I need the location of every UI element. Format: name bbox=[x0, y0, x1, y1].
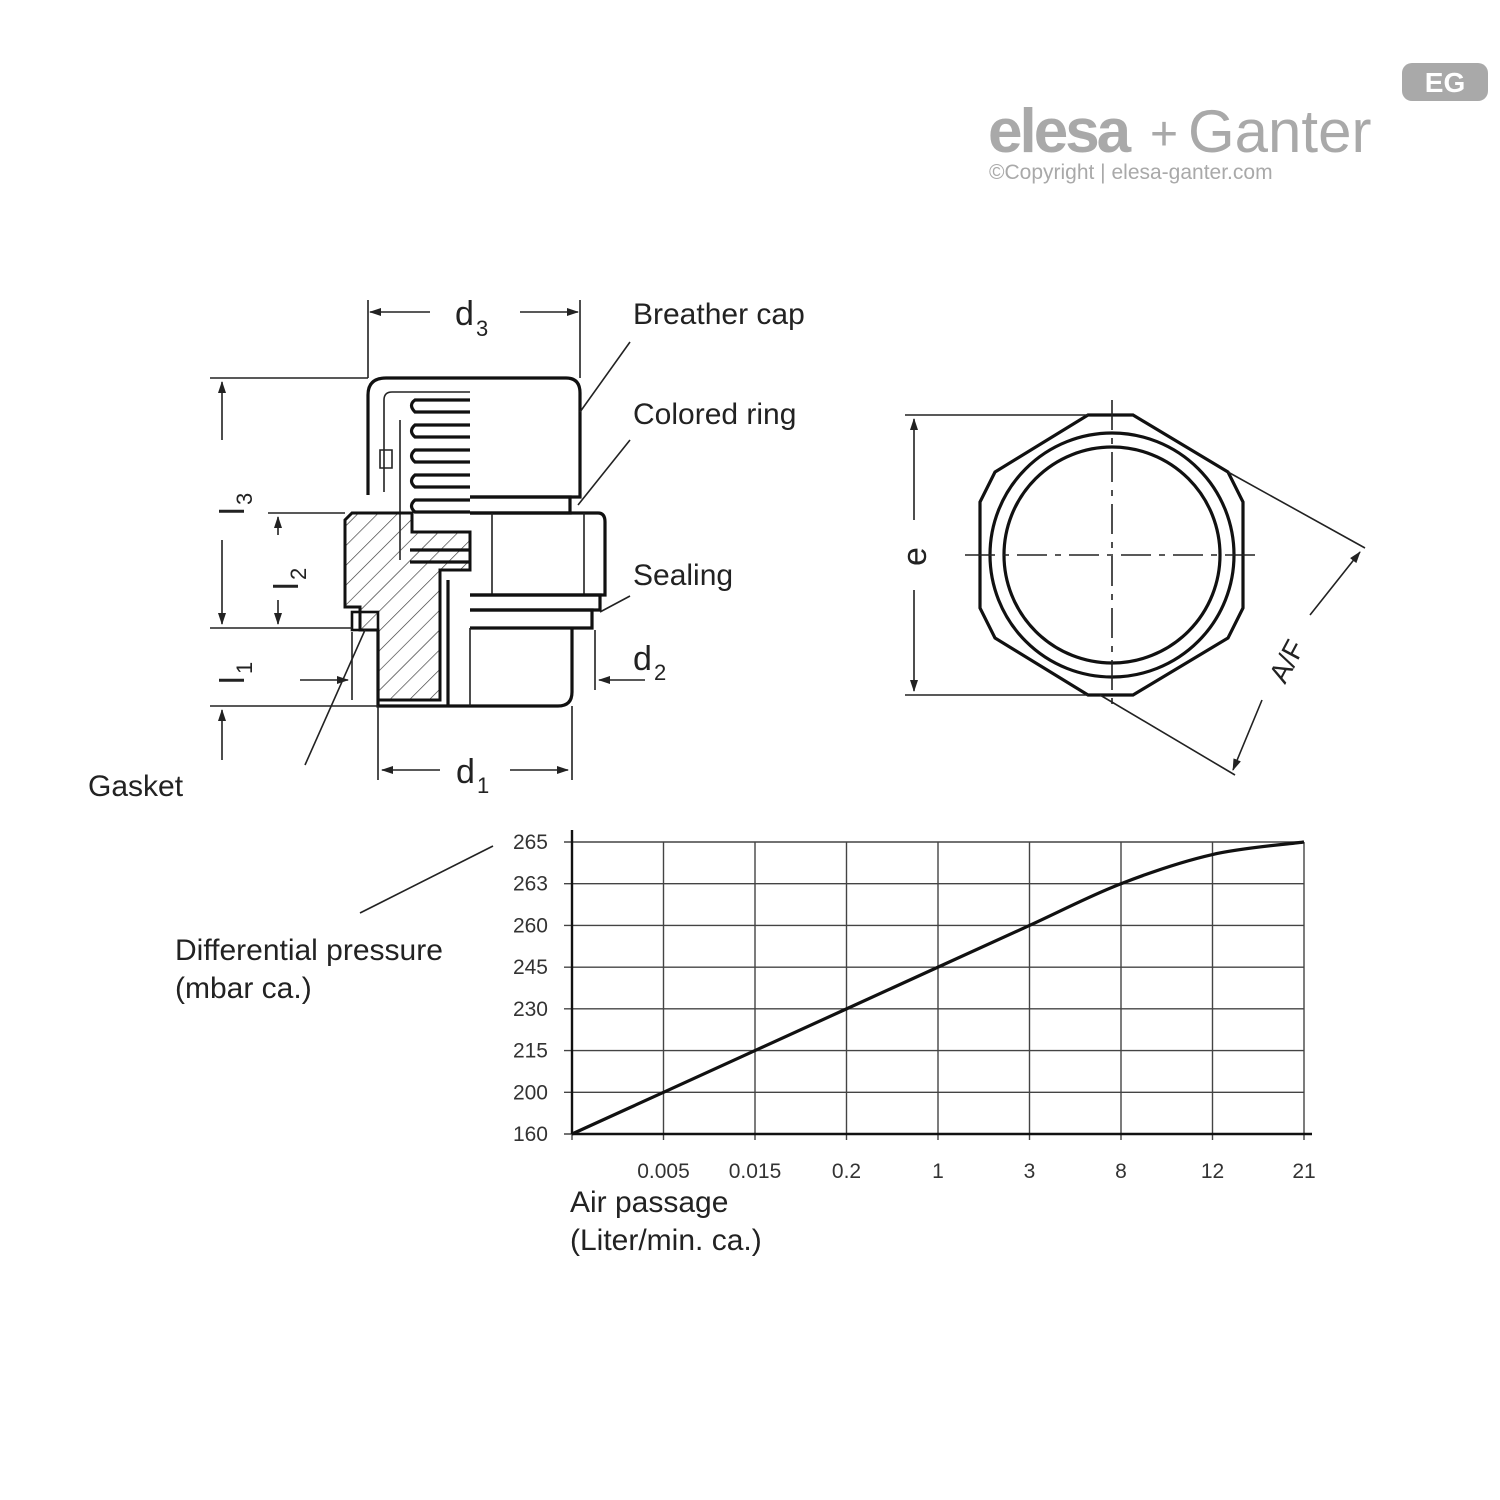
dim-l1-sub: 1 bbox=[232, 662, 257, 674]
spring bbox=[409, 398, 470, 514]
hex-body-right bbox=[470, 511, 607, 597]
y-tick-label: 160 bbox=[513, 1123, 548, 1146]
x-tick-label: 8 bbox=[1115, 1160, 1127, 1183]
logo-brand-right: Ganter bbox=[1188, 98, 1371, 165]
dim-l1: l bbox=[214, 676, 252, 684]
logo-copyright: ©Copyright | elesa-ganter.com bbox=[989, 161, 1273, 184]
chart-ylabel-line2: (mbar ca.) bbox=[175, 972, 312, 1005]
logo-brand-left: elesa bbox=[988, 97, 1132, 166]
section-view bbox=[343, 376, 607, 708]
x-tick-label: 0.015 bbox=[729, 1160, 782, 1183]
dim-d3-sub: 3 bbox=[476, 316, 488, 341]
dim-l2-sub: 2 bbox=[286, 568, 311, 580]
chart-series-line bbox=[571, 840, 1305, 1136]
dim-e: e bbox=[896, 547, 934, 566]
chart-ylabel-line1: Differential pressure bbox=[175, 934, 443, 967]
y-tick-label: 230 bbox=[513, 998, 548, 1021]
ylabel-leader bbox=[359, 845, 494, 914]
dim-d1: d bbox=[456, 753, 475, 791]
label-colored-ring: Colored ring bbox=[633, 398, 796, 431]
logo-badge bbox=[1402, 63, 1488, 101]
filter-disc bbox=[410, 548, 470, 564]
x-tick-label: 1 bbox=[932, 1160, 944, 1183]
hex-view: e A/F bbox=[896, 400, 1366, 776]
chart-xlabel-line2: (Liter/min. ca.) bbox=[570, 1224, 762, 1257]
dim-d2-sub: 2 bbox=[654, 660, 666, 685]
y-tick-label: 215 bbox=[513, 1040, 548, 1063]
label-sealing: Sealing bbox=[633, 559, 733, 592]
x-tick-label: 12 bbox=[1201, 1160, 1224, 1183]
brand-logo: EG elesa + Ganter ©Copyright | elesa-gan… bbox=[988, 63, 1488, 184]
dim-d2: d bbox=[633, 640, 652, 678]
dim-l2: l bbox=[268, 582, 306, 590]
part-labels: Breather cap Colored ring Sealing Gasket bbox=[88, 298, 805, 803]
dim-l3-sub: 3 bbox=[232, 493, 257, 505]
x-tick-label: 0.005 bbox=[637, 1160, 690, 1183]
x-tick-label: 3 bbox=[1024, 1160, 1036, 1183]
chart-grid bbox=[564, 830, 1312, 1140]
dim-d1-sub: 1 bbox=[477, 773, 489, 798]
chart-x-ticks: 0.005 0.015 0.2 1 3 8 12 21 bbox=[637, 1160, 1315, 1183]
sealing-ring bbox=[470, 608, 594, 630]
sealing-groove bbox=[470, 593, 602, 612]
y-tick-label: 265 bbox=[513, 831, 548, 854]
cap-outline-right bbox=[470, 376, 582, 499]
label-gasket: Gasket bbox=[88, 770, 184, 803]
dim-l3: l bbox=[214, 507, 252, 515]
cap-outline-left bbox=[366, 376, 470, 495]
section-dimensions: d 3 l 3 l 2 l 1 d 2 bbox=[210, 295, 666, 798]
logo-brand-plus: + bbox=[1150, 108, 1178, 161]
logo-badge-text: EG bbox=[1425, 67, 1465, 98]
cap-clip bbox=[379, 449, 393, 469]
x-tick-label: 21 bbox=[1292, 1160, 1315, 1183]
chart-y-ticks: 160 200 215 230 245 260 263 265 bbox=[513, 831, 548, 1146]
x-tick-label: 0.2 bbox=[832, 1160, 861, 1183]
label-breather-cap: Breather cap bbox=[633, 298, 805, 331]
colored-ring bbox=[470, 495, 572, 515]
cap-inner-wall bbox=[383, 391, 470, 492]
y-tick-label: 200 bbox=[513, 1081, 548, 1104]
y-tick-label: 260 bbox=[513, 914, 548, 937]
thread-shank bbox=[376, 628, 574, 708]
y-tick-label: 263 bbox=[513, 873, 548, 896]
chart-xlabel-line1: Air passage bbox=[570, 1186, 728, 1219]
y-tick-label: 245 bbox=[513, 956, 548, 979]
dim-af: A/F bbox=[1263, 635, 1311, 688]
body-section-hatch bbox=[343, 511, 472, 702]
dim-d3: d bbox=[455, 295, 474, 333]
pressure-chart: 160 200 215 230 245 260 263 265 0.005 0.015 0.2 1 3… bbox=[175, 830, 1316, 1257]
